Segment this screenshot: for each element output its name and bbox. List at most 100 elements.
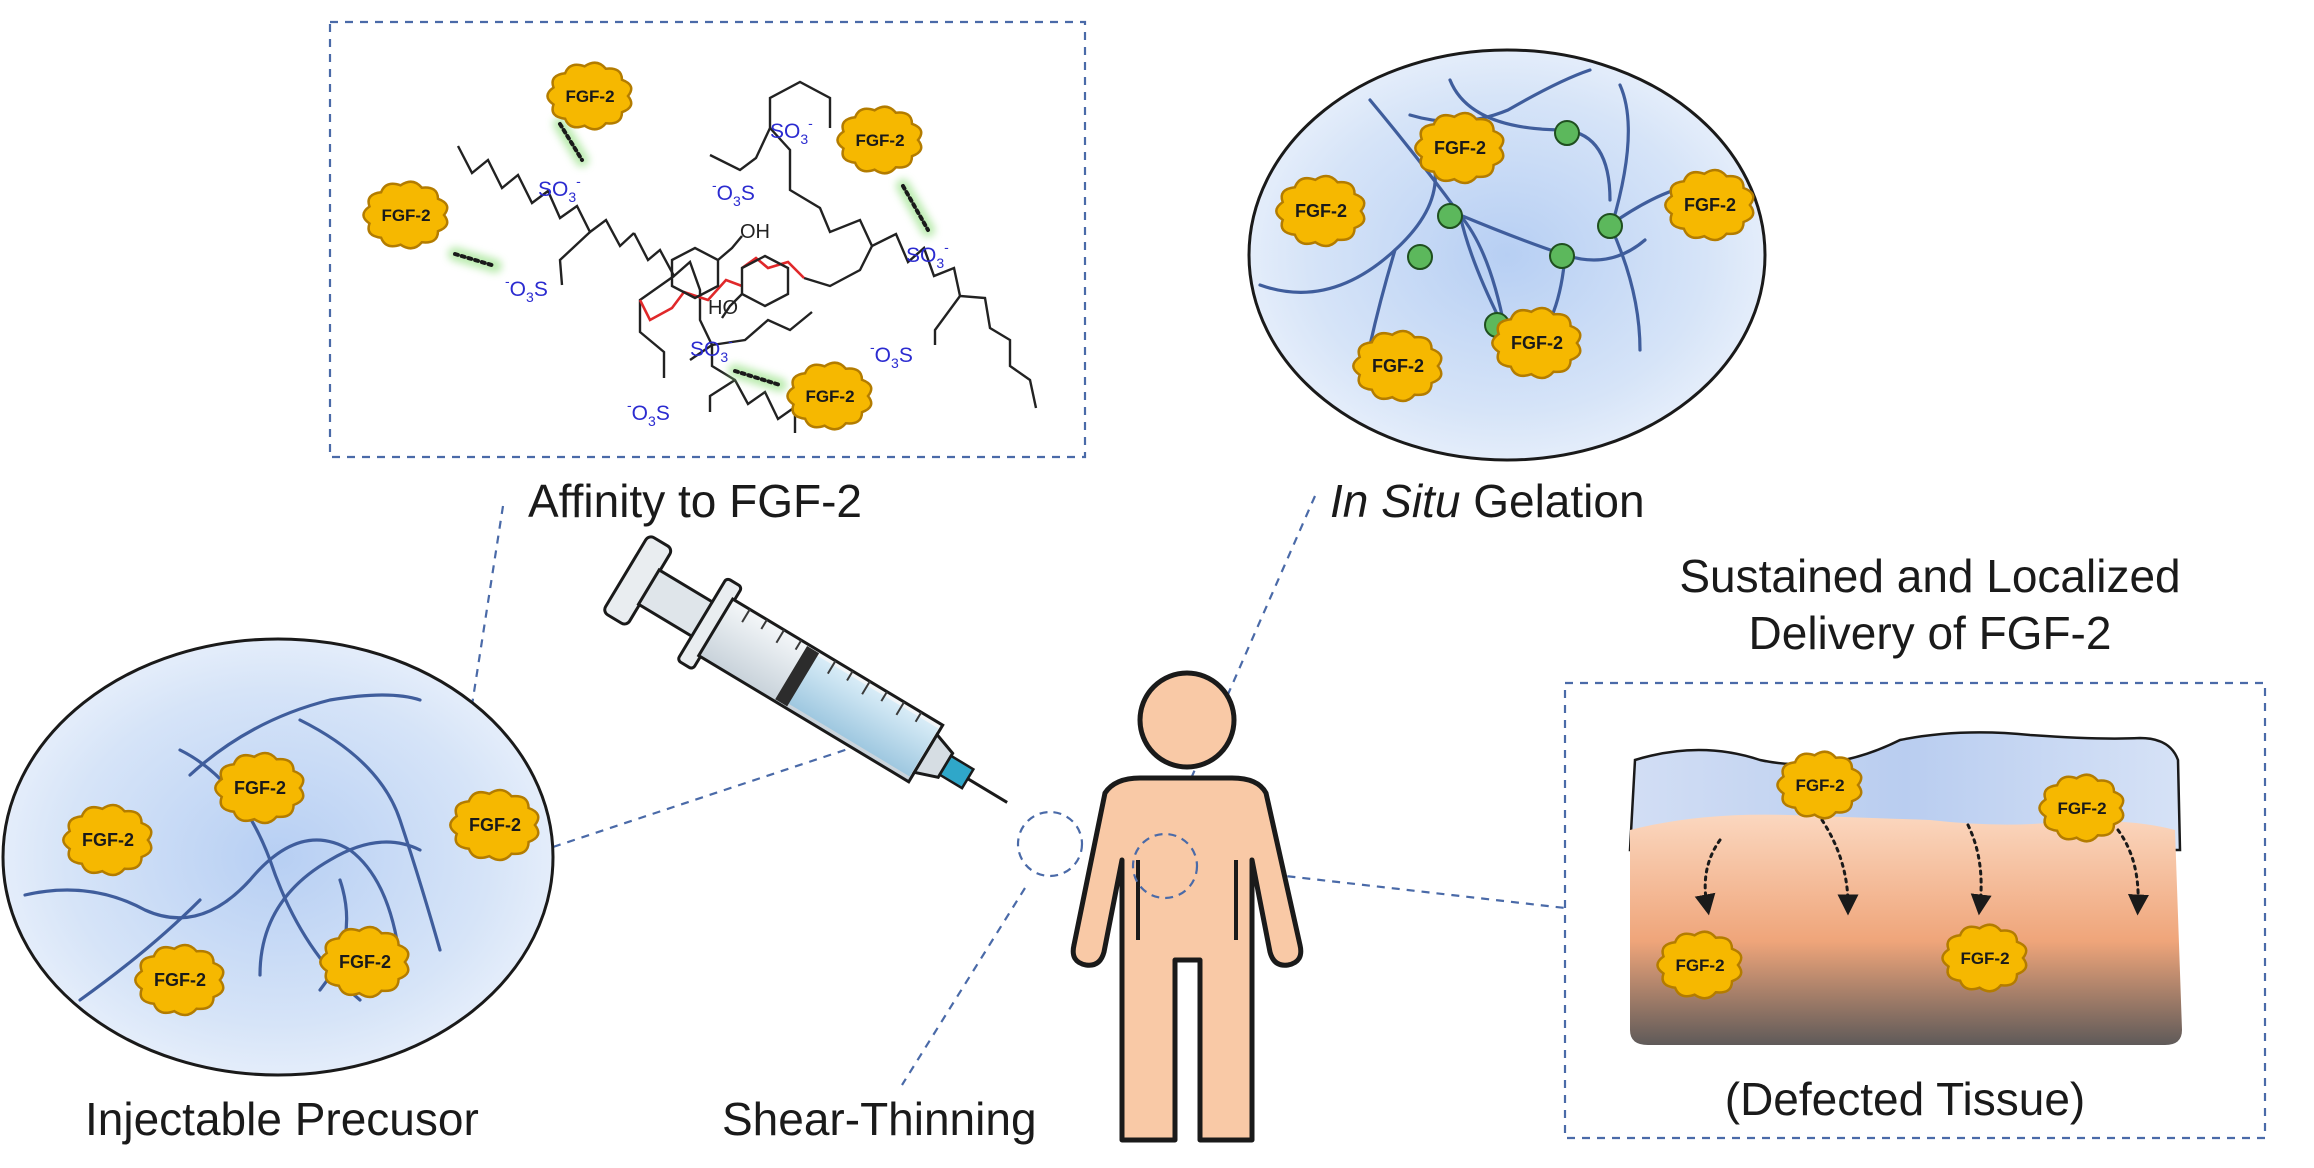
fgf2-protein: FGF-2: [62, 803, 153, 877]
fgf2-blob: [62, 803, 153, 877]
fgf2-protein: FGF-2: [1776, 750, 1863, 820]
fgf2-blob: [1414, 111, 1505, 185]
o3s-label-1: -O3S: [505, 273, 548, 305]
fgf2-blob: [1941, 923, 2028, 993]
o3s-label-3: -O3S: [712, 177, 755, 209]
so3-label-4: SO3-: [906, 239, 949, 271]
human-figure: [1070, 670, 1304, 1143]
fgf2-protein: FGF-2: [1656, 930, 1743, 1000]
o3s-label-4: -O3S: [870, 339, 913, 371]
fgf2-label: FGF-2: [1295, 201, 1347, 221]
label-sustained-line2: Delivery of FGF-2: [1748, 607, 2112, 659]
fgf2-label: FGF-2: [469, 815, 521, 835]
fgf2-protein: FGF-2: [1352, 329, 1443, 403]
connector-shear: [901, 887, 1026, 1086]
ho-label: HO: [708, 297, 738, 319]
fgf2-label: FGF-2: [2057, 799, 2106, 818]
oh-label: OH: [740, 221, 770, 243]
label-gelation-rest: Gelation: [1460, 475, 1645, 527]
fgf2-blob: [836, 105, 923, 175]
fgf2-protein: FGF-2: [134, 943, 225, 1017]
syringe-tip: [912, 732, 955, 780]
fgf2-label: FGF-2: [855, 131, 904, 150]
fgf2-protein: FGF-2: [1664, 168, 1755, 242]
fgf2-label: FGF-2: [1434, 138, 1486, 158]
fgf2-blob: [449, 788, 540, 862]
fgf2-blob: [1656, 930, 1743, 1000]
fgf2-protein: FGF-2: [319, 925, 410, 999]
fgf2-label: FGF-2: [1372, 356, 1424, 376]
fgf2-blob: [786, 361, 873, 431]
fgf2-label: FGF-2: [381, 206, 430, 225]
so3-label-1: SO3-: [538, 173, 581, 205]
fgf2-label: FGF-2: [82, 830, 134, 850]
fgf2-label: FGF-2: [565, 87, 614, 106]
syringe: [603, 535, 1008, 804]
fgf2-label: FGF-2: [1511, 333, 1563, 353]
fgf2-blob: [546, 61, 633, 131]
fgf2-label: FGF-2: [1684, 195, 1736, 215]
label-gelation-italic: In Situ: [1330, 475, 1461, 527]
tissue-panel: [1628, 731, 2182, 1045]
crosslink-node: [1549, 243, 1575, 269]
crosslink-node: [1407, 244, 1433, 270]
fgf2-blob: [214, 751, 305, 825]
so3-label-2: SO3-: [690, 333, 733, 365]
fgf2-blob: [1776, 750, 1863, 820]
fgf2-label: FGF-2: [234, 778, 286, 798]
fgf2-blob: [134, 943, 225, 1017]
fgf2-protein: FGF-2: [836, 105, 923, 175]
label-affinity: Affinity to FGF-2: [528, 475, 863, 527]
fgf2-label: FGF-2: [805, 387, 854, 406]
fgf2-protein: FGF-2: [546, 61, 633, 131]
human-head: [1137, 670, 1237, 770]
fgf2-protein: FGF-2: [362, 180, 449, 250]
o3s-label-2: -O3S: [627, 397, 670, 429]
fgf2-protein: FGF-2: [1275, 174, 1366, 248]
so3-label-3: SO3-: [770, 115, 813, 147]
fgf2-blob: [362, 180, 449, 250]
fgf2-label: FGF-2: [154, 970, 206, 990]
tissue-body: [1630, 814, 2182, 1045]
fgf2-protein: FGF-2: [1491, 306, 1582, 380]
plunger-seal: [775, 646, 820, 707]
fgf2-protein: FGF-2: [786, 361, 873, 431]
body-site-circle: [1131, 832, 1199, 900]
label-injectable-precursor: Injectable Precusor: [85, 1093, 479, 1145]
fgf2-blob: [2038, 773, 2125, 843]
fgf2-blob: [1352, 329, 1443, 403]
crosslink-node: [1597, 213, 1623, 239]
syringe-liquid: [787, 654, 939, 777]
crosslink-node: [1554, 120, 1580, 146]
polymer-structure: [456, 80, 1038, 433]
fgf2-protein: FGF-2: [2038, 773, 2125, 843]
fgf2-blob: [1275, 174, 1366, 248]
fgf2-label: FGF-2: [1795, 776, 1844, 795]
fgf2-proteins: FGF-2FGF-2FGF-2FGF-2FGF-2FGF-2FGF-2FGF-2…: [62, 61, 2125, 1017]
human-body: [1070, 775, 1304, 1143]
fgf2-blob: [1491, 306, 1582, 380]
affinity-bonds: [448, 117, 935, 392]
fgf2-label: FGF-2: [1960, 949, 2009, 968]
fgf2-protein: FGF-2: [1941, 923, 2028, 993]
connector-precursor: [552, 743, 861, 849]
label-defected-tissue: (Defected Tissue): [1724, 1073, 2086, 1125]
tissue-frame: [1563, 681, 2267, 1140]
needle-tip-circle: [1016, 810, 1084, 878]
fgf2-blob: [319, 925, 410, 999]
needle: [966, 777, 1008, 804]
fgf2-protein: FGF-2: [1414, 111, 1505, 185]
label-sustained-line1: Sustained and Localized: [1679, 550, 2181, 602]
affinity-frame: [328, 20, 1087, 459]
fgf2-protein: FGF-2: [449, 788, 540, 862]
label-gelation: In Situ Gelation: [1330, 478, 1645, 524]
gelation-network: [1247, 48, 1767, 462]
fgf2-label: FGF-2: [1675, 956, 1724, 975]
sulfonate-labels: SO3- -O3S SO3- -O3S SO3- -O3S SO3- -O3S: [505, 115, 949, 429]
connector-affinity: [470, 505, 505, 706]
hydroxyl-labels: OH HO: [708, 221, 770, 319]
fgf2-blob: [1664, 168, 1755, 242]
fgf2-protein: FGF-2: [214, 751, 305, 825]
